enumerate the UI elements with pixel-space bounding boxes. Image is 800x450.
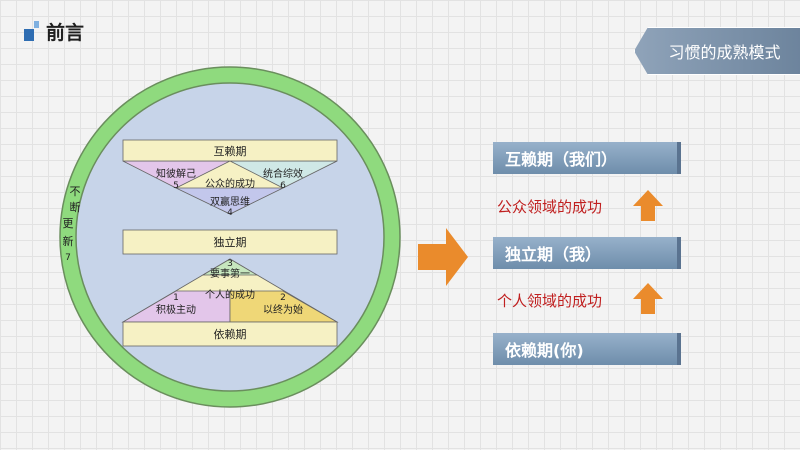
- habit-label: 统合综效: [263, 167, 303, 180]
- ring-char: 不: [70, 185, 81, 198]
- public-success-label: 公众领域的成功: [497, 198, 603, 216]
- up-arrow-icon: [633, 283, 663, 314]
- up-arrow-icon: [633, 190, 663, 221]
- bottom-bar: [122, 321, 338, 347]
- right-arrow-icon: [418, 228, 468, 286]
- lower-top-region: [201, 258, 259, 276]
- stage-box-dependence: 依赖期(你): [493, 333, 681, 365]
- top-bar: [122, 139, 338, 162]
- bottom-bar-label: 依赖期: [214, 328, 247, 341]
- habit-label: 要事第一: [210, 267, 250, 280]
- habit-number: 4: [227, 208, 233, 218]
- logo-icon: [24, 20, 40, 43]
- habit-label: 知彼解己: [156, 167, 196, 180]
- habit-number: 2: [280, 293, 286, 303]
- middle-bar: [122, 229, 338, 255]
- middle-bar-label: 独立期: [214, 235, 247, 249]
- stage-box-interdependence: 互赖期（我们）: [493, 142, 681, 174]
- page-title: 前言: [46, 22, 85, 44]
- habit-label: 双赢思维: [210, 195, 250, 208]
- top-bar-label: 互赖期: [214, 145, 247, 158]
- section-tag: 习惯的成熟模式: [634, 27, 800, 75]
- stage-box-independence: 独立期（我）: [493, 237, 681, 269]
- habit-number: 6: [280, 181, 286, 191]
- page-header: 前言: [24, 18, 84, 45]
- ring-char: 断: [70, 200, 81, 214]
- habit-number: 3: [227, 259, 233, 269]
- ring-char: 新: [63, 234, 74, 248]
- ring-char: 更: [63, 217, 74, 230]
- habit-number: 1: [173, 293, 179, 303]
- habit-label: 积极主动: [156, 303, 196, 316]
- ring-number: 7: [65, 253, 71, 263]
- private-success-label: 个人领域的成功: [497, 292, 603, 310]
- habit-number: 5: [173, 181, 179, 191]
- habit-label: 以终为始: [263, 303, 303, 316]
- success-label: 个人的成功: [205, 288, 255, 301]
- upper-bottom-region: [175, 187, 284, 215]
- success-label: 公众的成功: [205, 177, 255, 190]
